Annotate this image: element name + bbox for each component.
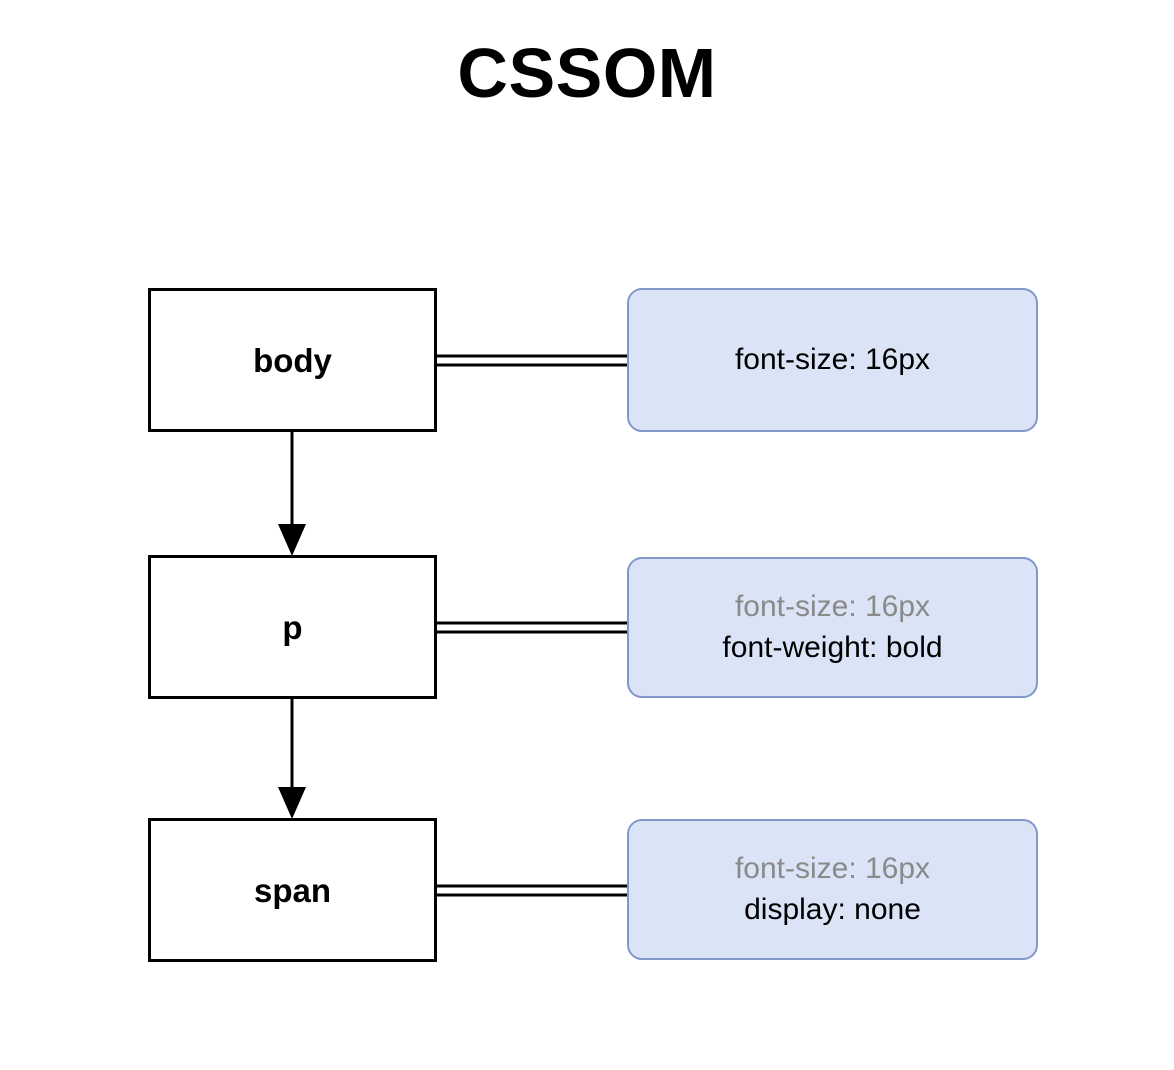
callout-p-line-2: font-weight: bold xyxy=(722,630,943,664)
node-label-p: p xyxy=(282,608,303,646)
callout-span-line-1: font-size: 16px xyxy=(734,852,931,885)
page-title: CSSOM xyxy=(457,34,717,112)
node-box-body[interactable]: body xyxy=(148,288,437,432)
callout-p-line-1: font-size: 16px xyxy=(734,590,931,623)
callout-body[interactable]: font-size: 16px xyxy=(627,288,1038,432)
node-label-span: span xyxy=(253,871,332,909)
node-box-span[interactable]: span xyxy=(148,818,437,962)
connector-span-to-callout xyxy=(437,884,629,897)
callout-body-line-1: font-size: 16px xyxy=(734,342,931,376)
edge-body-to-p xyxy=(278,432,306,556)
node-box-p[interactable]: p xyxy=(148,555,437,699)
connector-body-to-callout xyxy=(437,354,629,367)
callout-span-line-2: display: none xyxy=(744,892,921,926)
edge-p-to-span xyxy=(278,699,306,819)
node-label-body: body xyxy=(253,341,332,379)
callout-span[interactable]: font-size: 16px display: none xyxy=(627,819,1038,960)
callout-p[interactable]: font-size: 16px font-weight: bold xyxy=(627,557,1038,698)
connector-p-to-callout xyxy=(437,621,629,634)
